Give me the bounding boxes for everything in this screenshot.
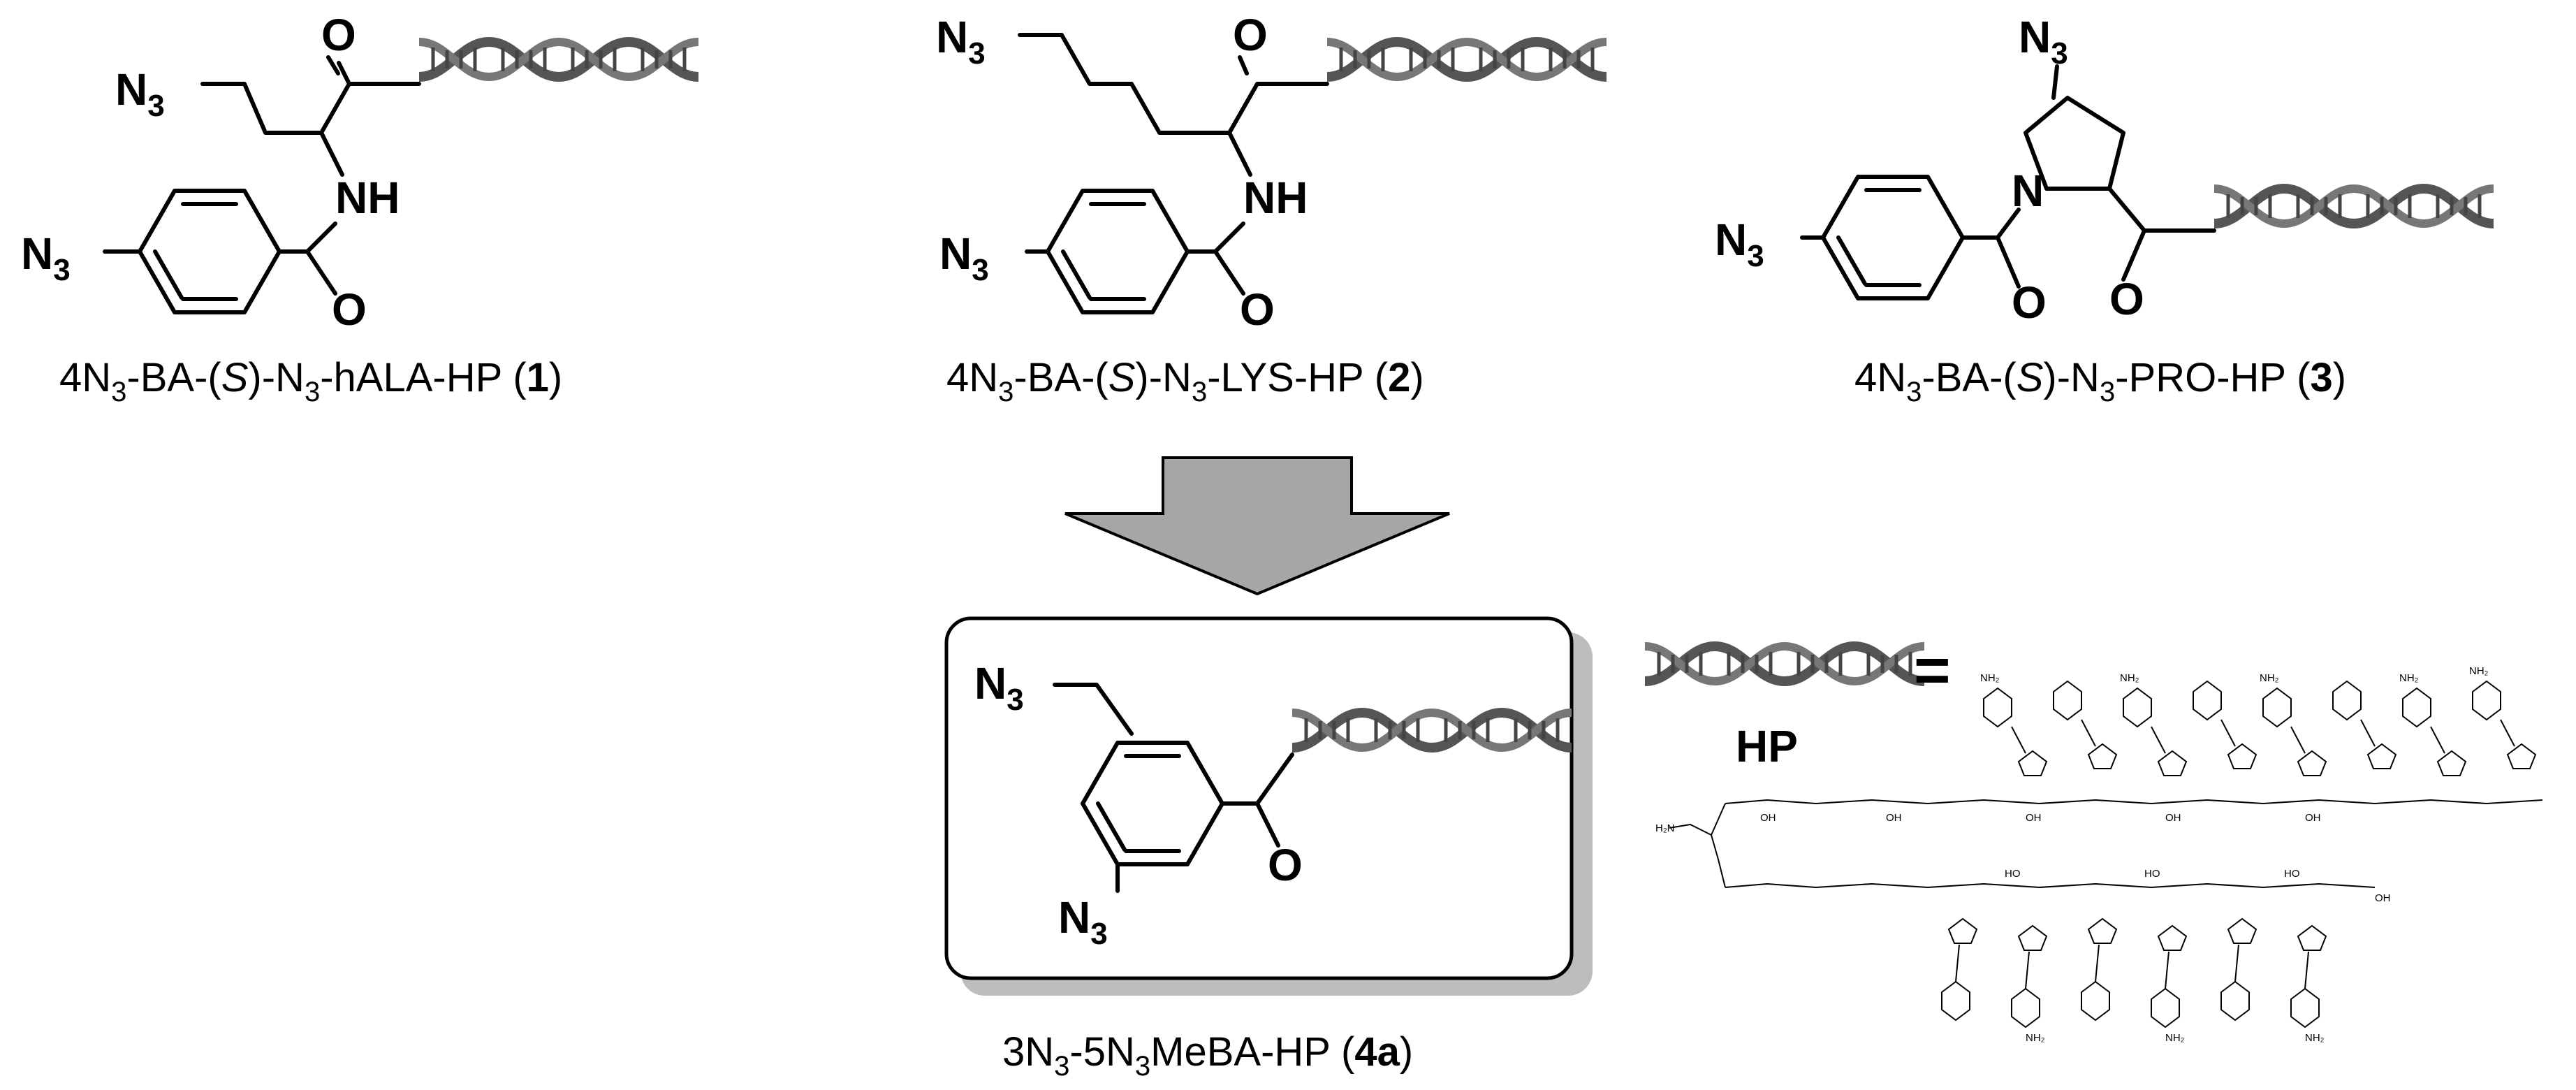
dna-helix-icon [2214, 189, 2494, 224]
azide-label: N3 [115, 64, 165, 123]
amine-label: NH₂ [2260, 672, 2279, 684]
hydroxyl-label: HO [2005, 868, 2021, 880]
hp-label: HP [1736, 721, 1798, 771]
amide-oxygen: O [2012, 277, 2047, 328]
hydroxyl-label: OH [2305, 812, 2321, 824]
down-arrow-icon [1064, 456, 1450, 596]
azide-label: N3 [21, 228, 71, 287]
compound-3-caption: 4N3-BA-(S)-N3-PRO-HP (3) [1854, 355, 2346, 407]
ketone-oxygen: O [1268, 840, 1303, 890]
hydroxyl-label: OH [1886, 812, 1902, 824]
hydroxyl-label: OH [2165, 812, 2181, 824]
azide-label: N3 [1058, 892, 1108, 951]
dna-helix-icon [419, 42, 698, 77]
azide-label: N3 [1715, 215, 1764, 273]
ketone-oxygen: O [2109, 274, 2144, 324]
amide-oxygen: O [1240, 284, 1275, 335]
dna-helix-icon [1645, 646, 1924, 681]
amine-label: NH₂ [2305, 1032, 2325, 1044]
product-4a: N3 O N3 3N3-5N3MeBA-HP (4a) [944, 616, 1593, 1082]
ring-nitrogen: N [2012, 166, 2044, 216]
amine-label: NH₂ [1980, 672, 2000, 684]
compound-3: N3 N O O N3 4N3-BA-(S)-N3-PRO-HP (3) [1715, 12, 2494, 407]
azide-label: N3 [974, 658, 1024, 717]
hydroxyl-label: OH [2026, 812, 2042, 824]
product-4a-caption: 3N3-5N3MeBA-HP (4a) [1002, 1029, 1413, 1082]
hp-oligo-structure: H₂N [1655, 665, 2543, 1044]
amide-nh: NH [1243, 173, 1308, 223]
equals-sign: = [1914, 636, 1951, 706]
azide-label: N3 [939, 228, 989, 287]
amine-label: NH₂ [2120, 672, 2139, 684]
amine-label: NH₂ [2469, 665, 2489, 677]
carbonyl-oxygen: O [321, 10, 356, 60]
hydroxyl-label: HO [2144, 868, 2160, 880]
amide-nh: NH [335, 173, 400, 223]
amine-label: NH₂ [2165, 1032, 2185, 1044]
azide-label: N3 [936, 12, 986, 71]
compound-2: N3 O NH O N3 4N3-BA-(S)-N3-LYS-HP (2) [936, 10, 1607, 407]
dna-helix-icon [1327, 42, 1607, 77]
amine-label: NH₂ [2399, 672, 2419, 684]
carbonyl-oxygen: O [1233, 10, 1268, 60]
compound-2-caption: 4N3-BA-(S)-N3-LYS-HP (2) [946, 355, 1424, 407]
hp-legend: HP = H₂N [1645, 636, 2543, 1044]
hydroxyl-label: HO [2284, 868, 2300, 880]
amide-oxygen: O [332, 284, 367, 335]
hydroxyl-label: OH [2375, 892, 2391, 904]
amine-label: NH₂ [2026, 1032, 2045, 1044]
azide-label: N3 [2019, 12, 2068, 71]
compound-1-caption: 4N3-BA-(S)-N3-hALA-HP (1) [59, 355, 562, 407]
compound-1: N3 O NH O N3 4N3-BA-(S)-N3-hALA-HP (1) [21, 10, 698, 407]
hydroxyl-label: OH [1760, 812, 1776, 824]
amine-label: H₂N [1655, 822, 1675, 834]
